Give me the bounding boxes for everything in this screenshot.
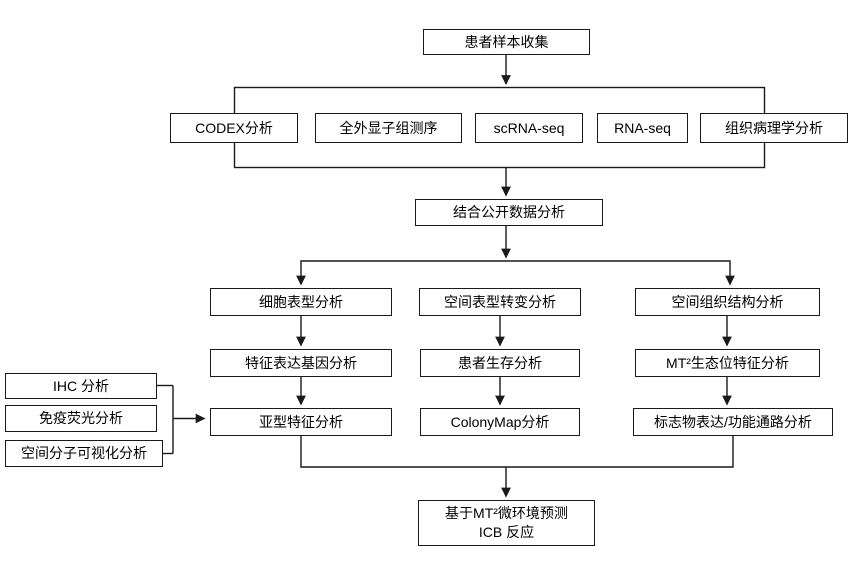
node-mt2-niche-feature-analysis: MT²生态位特征分析 <box>635 349 820 377</box>
node-rna-seq: RNA-seq <box>597 113 688 143</box>
icb-prediction-line2: ICB 反应 <box>478 524 535 540</box>
node-subtype-feature-analysis: 亚型特征分析 <box>210 408 392 436</box>
node-icb-response-prediction: 基于MT²微环境预测 ICB 反应 <box>418 500 595 546</box>
node-immunofluorescence-analysis: 免疫荧光分析 <box>5 405 157 432</box>
node-codex-analysis: CODEX分析 <box>170 113 298 143</box>
node-whole-exome-sequencing: 全外显子组测序 <box>315 113 462 143</box>
node-cell-phenotype-analysis: 细胞表型分析 <box>210 288 392 316</box>
node-spatial-tissue-structure-analysis: 空间组织结构分析 <box>635 288 820 316</box>
node-histopathology-analysis: 组织病理学分析 <box>700 113 848 143</box>
node-marker-expression-pathway-analysis: 标志物表达/功能通路分析 <box>633 408 833 436</box>
node-scrna-seq: scRNA-seq <box>475 113 583 143</box>
node-spatial-molecular-visualization-analysis: 空间分子可视化分析 <box>5 440 163 467</box>
node-patient-survival-analysis: 患者生存分析 <box>420 349 580 377</box>
node-ihc-analysis: IHC 分析 <box>5 373 157 399</box>
node-public-data-analysis: 结合公开数据分析 <box>415 199 603 226</box>
node-colonymap-analysis: ColonyMap分析 <box>420 408 580 436</box>
node-patient-sample-collection: 患者样本收集 <box>423 29 590 55</box>
icb-prediction-line1: 基于MT²微环境预测 <box>445 505 568 521</box>
node-feature-gene-expression-analysis: 特征表达基因分析 <box>210 349 392 377</box>
node-spatial-phenotype-transition-analysis: 空间表型转变分析 <box>419 288 581 316</box>
